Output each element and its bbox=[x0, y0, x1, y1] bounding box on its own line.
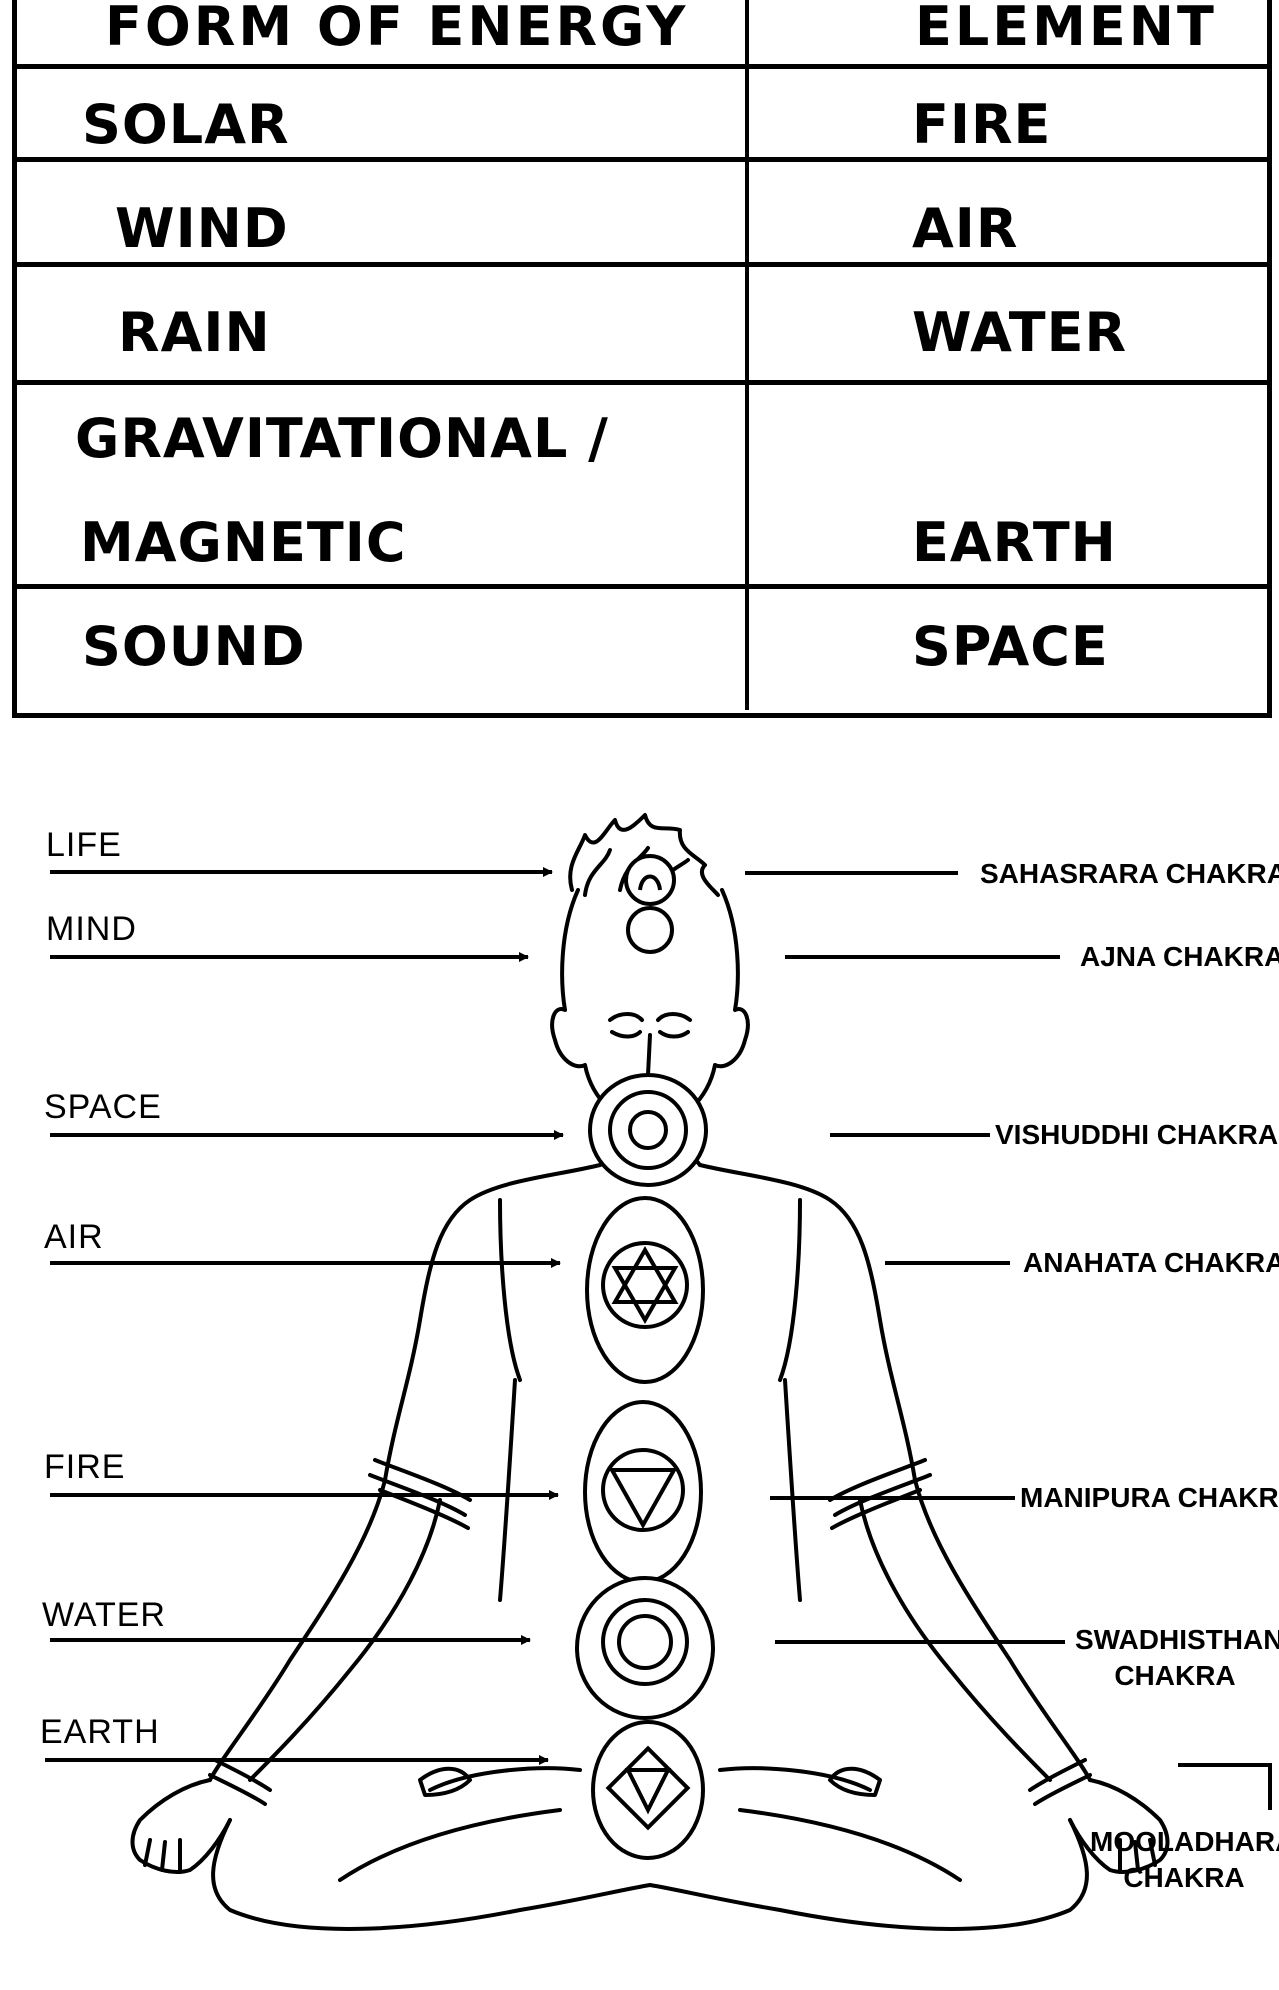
left-shoulder-arm bbox=[383, 1163, 602, 1482]
table-border-left bbox=[12, 0, 17, 718]
table-cell-form: GRAVITATIONAL / bbox=[75, 407, 609, 470]
label-fire: FIRE bbox=[44, 1448, 126, 1486]
crossed-legs bbox=[211, 1818, 1089, 1931]
leader-mooladhara bbox=[1178, 1763, 1272, 1810]
table-row-divider bbox=[12, 380, 1272, 385]
chakra-diagram: LIFE MIND SPACE AIR FIRE WATER EARTH SAH… bbox=[0, 780, 1279, 1980]
label-space: SPACE bbox=[44, 1088, 162, 1126]
sahasrara-chakra-symbol bbox=[624, 854, 676, 906]
table-cell-form: MAGNETIC bbox=[80, 511, 407, 574]
left-hand bbox=[130, 1778, 232, 1874]
label-water: WATER bbox=[42, 1596, 166, 1634]
table-row-divider bbox=[12, 64, 1272, 69]
table-cell-element: FIRE bbox=[912, 93, 1052, 156]
swadhisthana-chakra-symbol bbox=[575, 1576, 715, 1720]
label-mind: MIND bbox=[46, 910, 137, 948]
table-cell-element: EARTH bbox=[912, 511, 1117, 574]
table-row-divider bbox=[12, 584, 1272, 589]
meditating-figure-illustration bbox=[45, 813, 1272, 1931]
table-border-bottom bbox=[12, 713, 1272, 718]
label-mooladhara-chakra-line2: CHAKRA bbox=[1123, 1862, 1245, 1893]
anahata-chakra-symbol bbox=[585, 1196, 705, 1384]
table-cell-form: SOLAR bbox=[82, 93, 290, 156]
table-cell-form: WIND bbox=[115, 197, 289, 260]
crown-flame bbox=[568, 813, 720, 897]
table-column-divider bbox=[745, 0, 749, 710]
ajna-chakra-symbol bbox=[626, 906, 674, 954]
label-anahata-chakra: ANAHATA CHAKRA bbox=[1023, 1247, 1279, 1278]
table-header-form: FORM OF ENERGY bbox=[105, 0, 689, 58]
right-shoulder-arm bbox=[698, 1163, 917, 1482]
table-cell-element: AIR bbox=[912, 197, 1019, 260]
label-life: LIFE bbox=[46, 826, 122, 864]
table-header-element: ELEMENT bbox=[915, 0, 1217, 58]
label-manipura-chakra: MANIPURA CHAKRA bbox=[1020, 1482, 1279, 1513]
label-air: AIR bbox=[44, 1218, 104, 1256]
label-vishuddhi-chakra: VISHUDDHI CHAKRA bbox=[995, 1119, 1279, 1150]
table-row-divider bbox=[12, 157, 1272, 162]
label-earth: EARTH bbox=[40, 1713, 160, 1751]
table-border-right bbox=[1267, 0, 1272, 718]
label-sahasrara-chakra: SAHASRARA CHAKRA bbox=[980, 858, 1279, 889]
table-row-divider bbox=[12, 262, 1272, 267]
table-cell-element: SPACE bbox=[912, 615, 1109, 678]
table-cell-element: WATER bbox=[912, 301, 1128, 364]
right-hand bbox=[1068, 1778, 1170, 1874]
energy-element-table: FORM OF ENERGY ELEMENT SOLAR FIRE WIND A… bbox=[0, 0, 1279, 720]
label-ajna-chakra: AJNA CHAKRA bbox=[1080, 941, 1279, 972]
mooladhara-chakra-symbol bbox=[591, 1720, 705, 1860]
label-mooladhara-chakra-line1: MOOLADHARA bbox=[1090, 1826, 1279, 1857]
table-cell-form: SOUND bbox=[82, 615, 306, 678]
table-cell-form: RAIN bbox=[118, 301, 271, 364]
label-swadhisthana-chakra-line1: SWADHISTHANA bbox=[1075, 1624, 1279, 1655]
label-swadhisthana-chakra-line2: CHAKRA bbox=[1114, 1660, 1236, 1691]
